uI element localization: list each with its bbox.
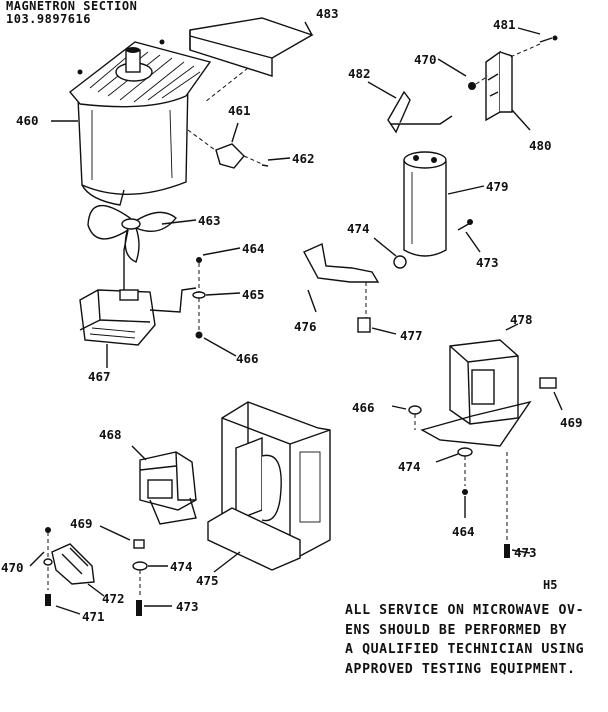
hardware-bottom-middle-drawing — [99, 525, 172, 616]
bracket-480-drawing — [437, 27, 558, 131]
strap-476-drawing — [303, 242, 397, 335]
notice-line-2: ENS SHOULD BE PERFORMED BY — [345, 622, 568, 638]
part-label-474-upper: 474 — [347, 221, 370, 236]
fan-motor-467-drawing — [79, 229, 197, 368]
hardware-473-474-drawing — [373, 219, 481, 269]
part-label-480: 480 — [529, 138, 552, 153]
part-label-477: 477 — [400, 328, 423, 343]
capacitor-479-drawing — [403, 151, 485, 257]
part-label-478: 478 — [510, 312, 533, 327]
part-label-470-bottom: 470 — [1, 560, 24, 575]
part-label-471: 471 — [82, 609, 105, 624]
part-label-461: 461 — [228, 103, 251, 118]
part-label-464-upper: 464 — [242, 241, 265, 256]
part-label-479: 479 — [486, 179, 509, 194]
part-label-467: 467 — [88, 369, 111, 384]
part-label-476: 476 — [294, 319, 317, 334]
part-label-470-top: 470 — [414, 52, 437, 67]
thermal-cutout-461-drawing — [187, 122, 291, 169]
part-label-463: 463 — [198, 213, 221, 228]
notice-line-3: A QUALIFIED TECHNICIAN USING — [345, 642, 585, 657]
magnetron-drawing — [51, 39, 212, 206]
notice-line-4: APPROVED TESTING EQUIPMENT. — [345, 661, 576, 677]
part-label-482: 482 — [348, 66, 371, 81]
part-label-469-left: 469 — [70, 516, 93, 531]
part-label-481: 481 — [493, 17, 516, 32]
part-label-473-right: 473 — [514, 545, 537, 560]
part-label-472: 472 — [102, 591, 125, 606]
transformer-475-drawing — [207, 401, 331, 573]
part-label-475: 475 — [196, 573, 219, 588]
service-notice: ALL SERVICE ON MICROWAVE OV- ENS SHOULD … — [345, 601, 584, 679]
bracket-483-drawing — [189, 17, 314, 103]
part-label-468: 468 — [99, 427, 122, 442]
part-label-473-lower: 473 — [176, 599, 199, 614]
part-label-474-lower: 474 — [170, 559, 193, 574]
notice-line-1: ALL SERVICE ON MICROWAVE OV- — [345, 603, 585, 618]
part-label-473-upper: 473 — [476, 255, 499, 270]
hardware-right-column-drawing — [391, 405, 531, 558]
section-title: MAGNETRON SECTION — [6, 0, 138, 13]
part-label-466-left: 466 — [236, 351, 259, 366]
reference-mark: H5 — [543, 578, 558, 592]
part-label-460: 460 — [16, 113, 39, 128]
hardware-464-465-466-drawing — [192, 247, 241, 357]
bracket-482-drawing — [367, 81, 453, 134]
model-number: 103.9897616 — [6, 12, 91, 26]
part-label-466-right: 466 — [352, 400, 375, 415]
part-label-465: 465 — [242, 287, 265, 302]
part-label-464-lower: 464 — [452, 524, 475, 539]
fan-blade-463-drawing — [87, 204, 197, 263]
part-label-483: 483 — [316, 6, 339, 21]
part-label-474-right: 474 — [398, 459, 421, 474]
relay-468-drawing — [131, 445, 197, 525]
part-label-462: 462 — [292, 151, 315, 166]
interlock-bracket-472-drawing — [29, 527, 105, 615]
transformer-478-drawing — [420, 323, 563, 447]
part-label-469-right: 469 — [560, 415, 583, 430]
